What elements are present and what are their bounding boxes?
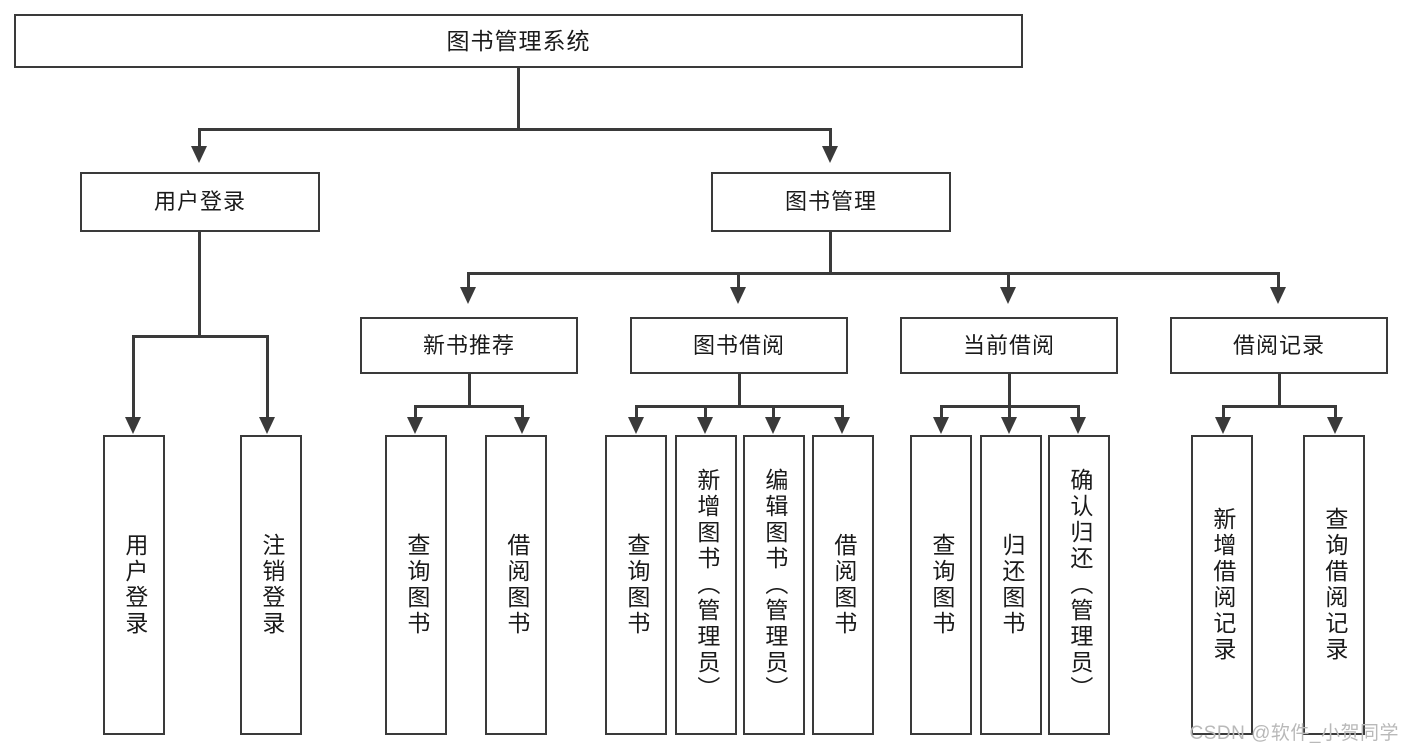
- connector-cb-drop-3: [1077, 405, 1080, 418]
- node-label: 图书借阅: [692, 332, 785, 358]
- node-label: 用户登录: [153, 189, 246, 214]
- connector-root-stem: [517, 68, 520, 130]
- connector-bb-bus: [635, 405, 843, 408]
- arrowhead-cb-leaf-1: [933, 417, 949, 434]
- arrowhead-br-leaf-1: [1215, 417, 1231, 434]
- leaf-query-book-recommend[interactable]: 查询图书: [385, 435, 447, 735]
- arrowhead-bb-leaf-1: [628, 417, 644, 434]
- connector-bm-drop-3: [1007, 272, 1010, 288]
- leaf-query-book-current[interactable]: 查询图书: [910, 435, 972, 735]
- leaf-borrow-book-recommend[interactable]: 借阅图书: [485, 435, 547, 735]
- connector-user-login-bus: [132, 335, 268, 338]
- leaf-add-borrow-record[interactable]: 新增借阅记录: [1191, 435, 1253, 735]
- leaf-label: 归还图书: [998, 533, 1025, 637]
- node-label: 当前借阅: [962, 332, 1055, 358]
- connector-cb-drop-1: [940, 405, 943, 418]
- arrowhead-cb-leaf-3: [1070, 417, 1086, 434]
- arrowhead-to-user-login: [191, 146, 207, 163]
- arrowhead-to-borrow-record: [1270, 287, 1286, 304]
- node-borrow-record[interactable]: 借阅记录: [1170, 317, 1388, 374]
- connector-root-drop-right: [829, 128, 832, 147]
- connector-root-bus: [198, 128, 831, 131]
- connector-user-login-drop-2: [266, 335, 269, 418]
- leaf-label: 确认归还（管理员）: [1066, 468, 1093, 702]
- connector-bm-drop-4: [1277, 272, 1280, 288]
- connector-book-management-stem: [829, 232, 832, 274]
- leaf-confirm-return-admin[interactable]: 确认归还（管理员）: [1048, 435, 1110, 735]
- connector-root-drop-left: [198, 128, 201, 147]
- arrowhead-to-book-management: [822, 146, 838, 163]
- leaf-label: 借阅图书: [503, 533, 530, 637]
- arrowhead-cb-leaf-2: [1001, 417, 1017, 434]
- connector-nbr-drop-1: [414, 405, 417, 418]
- connector-br-drop-2: [1334, 405, 1337, 418]
- arrowhead-bb-leaf-2: [697, 417, 713, 434]
- connector-nbr-bus: [414, 405, 524, 408]
- connector-br-stem: [1278, 374, 1281, 407]
- leaf-label: 查询借阅记录: [1321, 507, 1348, 663]
- node-label: 借阅记录: [1232, 332, 1325, 358]
- leaf-label: 注销登录: [258, 533, 285, 637]
- arrowhead-to-book-borrow: [730, 287, 746, 304]
- leaf-user-login[interactable]: 用户登录: [103, 435, 165, 735]
- node-current-borrow[interactable]: 当前借阅: [900, 317, 1118, 374]
- connector-user-login-drop-1: [132, 335, 135, 418]
- connector-cb-stem: [1008, 374, 1011, 407]
- leaf-borrow-book[interactable]: 借阅图书: [812, 435, 874, 735]
- connector-bb-drop-4: [841, 405, 844, 418]
- leaf-add-book-admin[interactable]: 新增图书（管理员）: [675, 435, 737, 735]
- arrowhead-nbr-leaf-2: [514, 417, 530, 434]
- node-new-book-recommend[interactable]: 新书推荐: [360, 317, 578, 374]
- node-book-management[interactable]: 图书管理: [711, 172, 951, 232]
- connector-bb-stem: [738, 374, 741, 407]
- leaf-label: 用户登录: [121, 533, 148, 637]
- connector-bm-drop-1: [467, 272, 470, 288]
- arrowhead-to-new-book-recommend: [460, 287, 476, 304]
- connector-nbr-stem: [468, 374, 471, 407]
- connector-user-login-stem: [198, 232, 201, 337]
- connector-cb-drop-2: [1008, 405, 1011, 418]
- arrowhead-user-login-leaf-2: [259, 417, 275, 434]
- node-user-login[interactable]: 用户登录: [80, 172, 320, 232]
- connector-bb-drop-3: [772, 405, 775, 418]
- connector-br-drop-1: [1222, 405, 1225, 418]
- connector-bb-drop-1: [635, 405, 638, 418]
- watermark-csdn: CSDN @软件_小贺同学: [1189, 723, 1399, 744]
- connector-bm-drop-2: [737, 272, 740, 288]
- leaf-query-book-borrow[interactable]: 查询图书: [605, 435, 667, 735]
- leaf-label: 借阅图书: [830, 533, 857, 637]
- arrowhead-user-login-leaf-1: [125, 417, 141, 434]
- node-label: 新书推荐: [422, 332, 515, 358]
- leaf-label: 编辑图书（管理员）: [761, 468, 788, 702]
- node-label: 图书管理: [784, 189, 877, 214]
- node-root-book-management-system[interactable]: 图书管理系统: [14, 14, 1023, 68]
- leaf-label: 查询图书: [928, 533, 955, 637]
- arrowhead-to-current-borrow: [1000, 287, 1016, 304]
- arrowhead-nbr-leaf-1: [407, 417, 423, 434]
- arrowhead-bb-leaf-4: [834, 417, 850, 434]
- leaf-label: 查询图书: [403, 533, 430, 637]
- leaf-label: 新增图书（管理员）: [693, 468, 720, 702]
- leaf-edit-book-admin[interactable]: 编辑图书（管理员）: [743, 435, 805, 735]
- leaf-label: 查询图书: [623, 533, 650, 637]
- connector-br-bus: [1222, 405, 1336, 408]
- leaf-label: 新增借阅记录: [1209, 507, 1236, 663]
- leaf-logout[interactable]: 注销登录: [240, 435, 302, 735]
- connector-book-management-bus: [467, 272, 1279, 275]
- leaf-return-book[interactable]: 归还图书: [980, 435, 1042, 735]
- arrowhead-br-leaf-2: [1327, 417, 1343, 434]
- connector-bb-drop-2: [704, 405, 707, 418]
- leaf-query-borrow-record[interactable]: 查询借阅记录: [1303, 435, 1365, 735]
- node-label: 图书管理系统: [446, 27, 591, 54]
- arrowhead-bb-leaf-3: [765, 417, 781, 434]
- connector-nbr-drop-2: [521, 405, 524, 418]
- node-book-borrow[interactable]: 图书借阅: [630, 317, 848, 374]
